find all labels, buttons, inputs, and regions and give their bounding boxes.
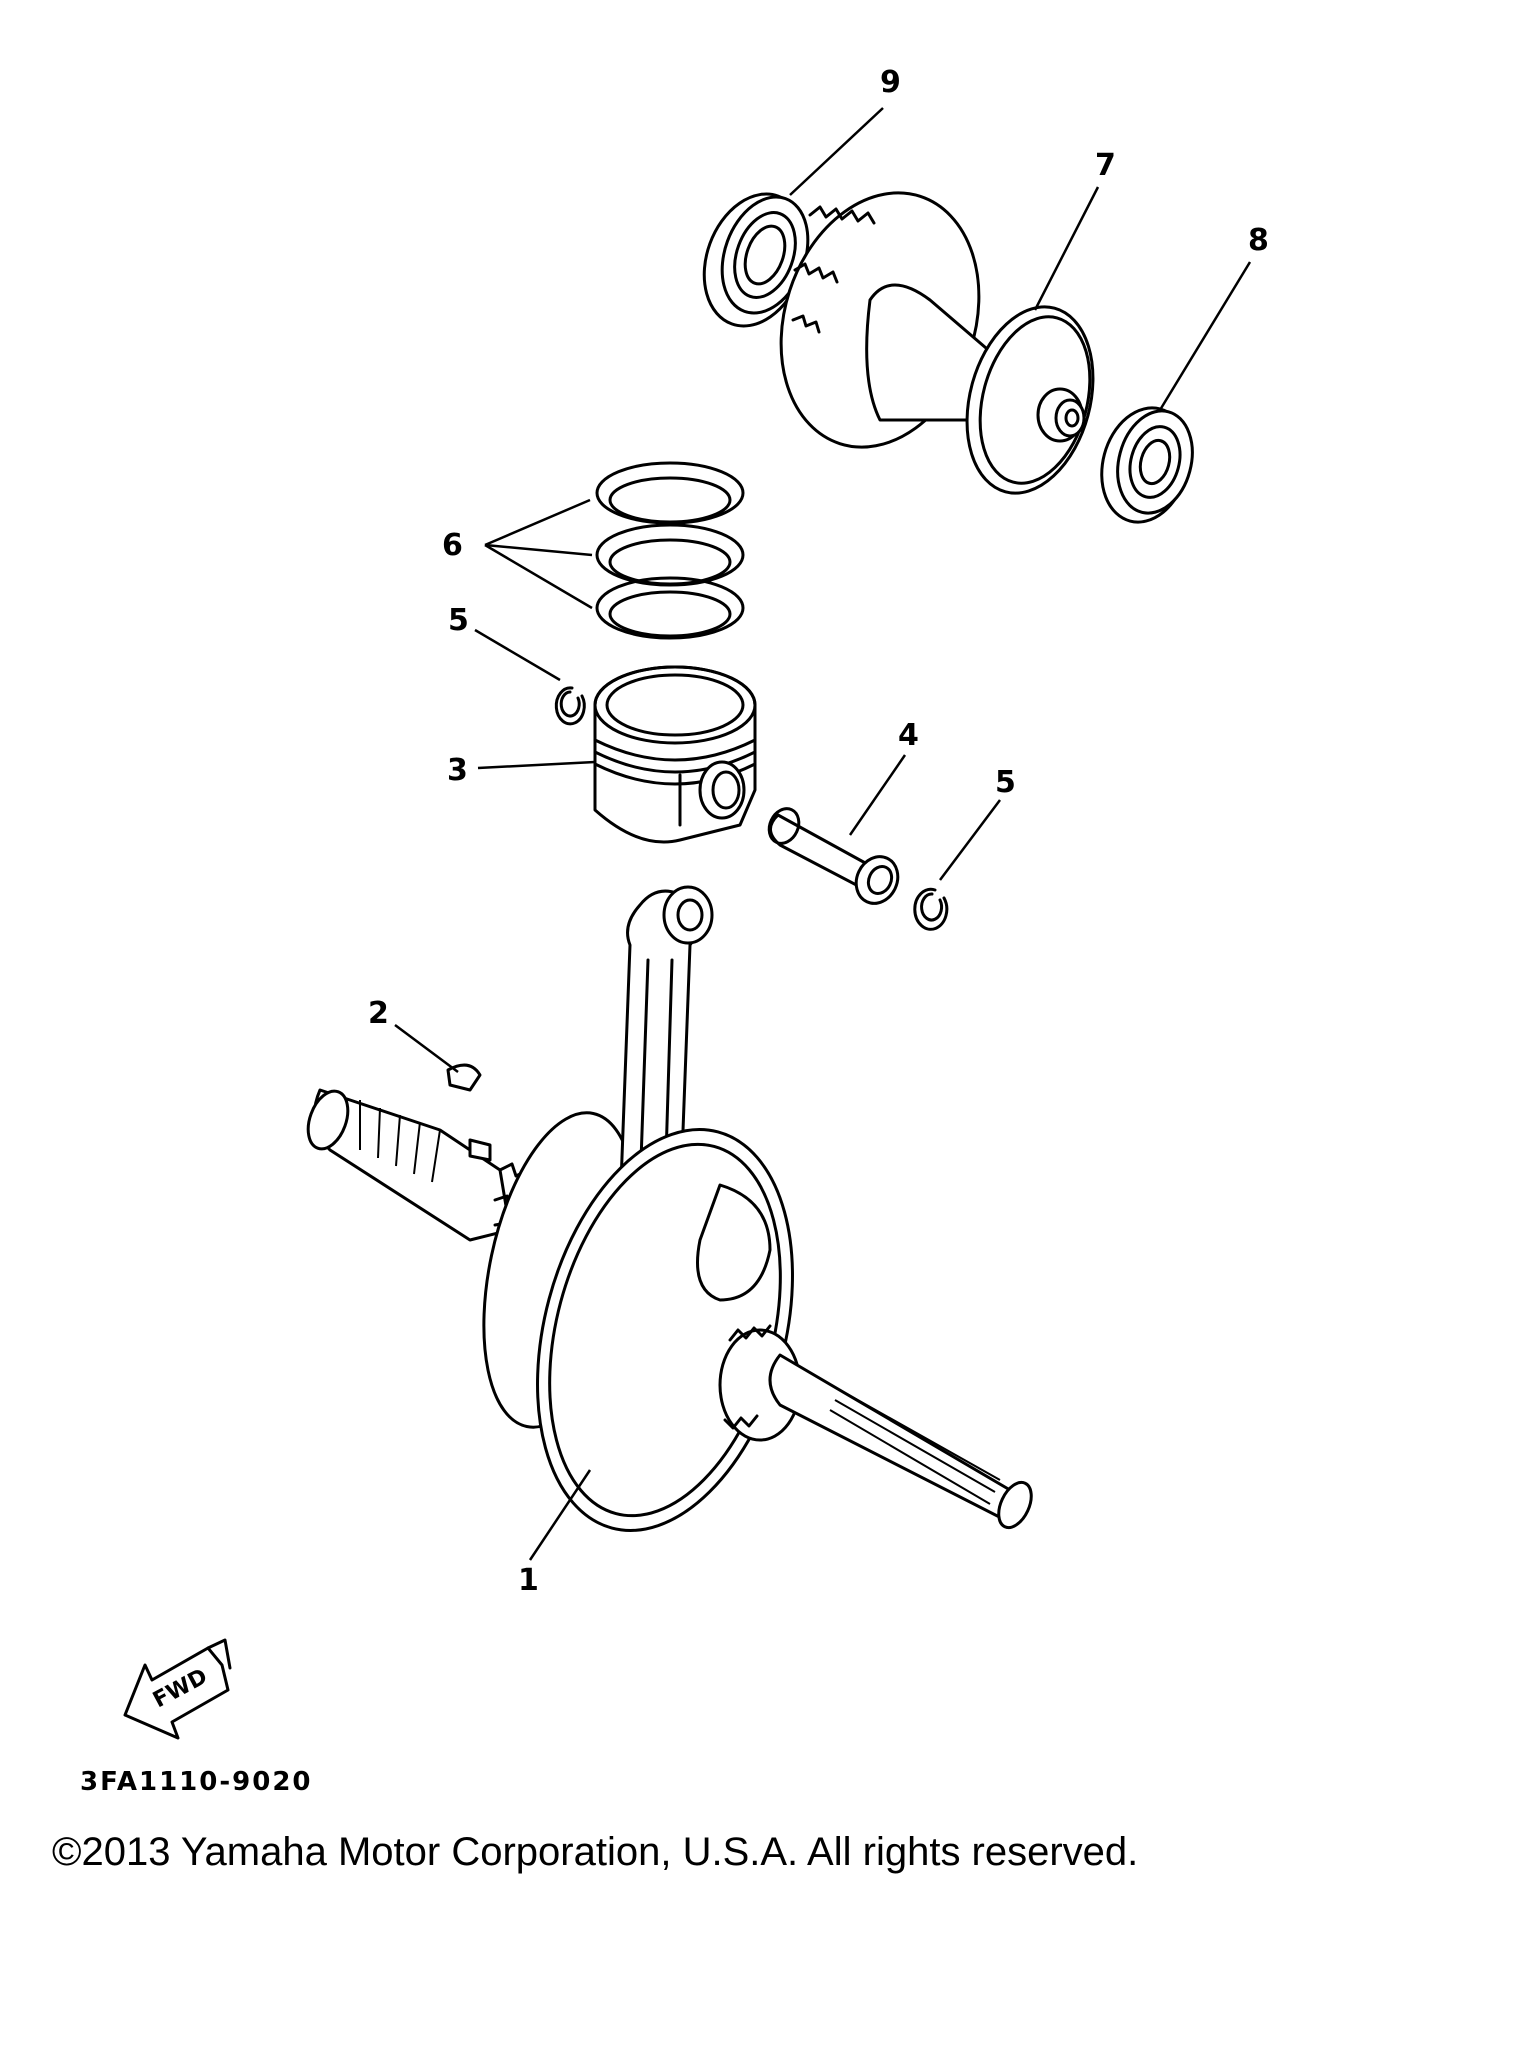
part-5a-circlip xyxy=(554,686,586,726)
callout-2: 2 xyxy=(368,996,389,1031)
callout-9: 9 xyxy=(880,65,901,100)
part-6-piston-rings xyxy=(595,461,745,640)
part-1-crankshaft xyxy=(306,885,1033,1532)
part-4-piston-pin xyxy=(767,807,900,905)
part-5b-circlip xyxy=(913,887,949,931)
callout-6: 6 xyxy=(442,528,463,563)
callout-7: 7 xyxy=(1095,148,1116,183)
callout-8: 8 xyxy=(1248,223,1269,258)
callout-4: 4 xyxy=(898,718,919,753)
leader-lines xyxy=(394,107,1252,1561)
callout-3: 3 xyxy=(447,753,468,788)
callout-5a: 5 xyxy=(448,603,469,638)
callout-labels: 9 7 8 6 5 3 4 5 2 1 xyxy=(368,65,1269,1598)
part-3-piston xyxy=(593,665,757,844)
copyright-notice: ©2013 Yamaha Motor Corporation, U.S.A. A… xyxy=(52,1830,1139,1874)
part-7-balancer-gear xyxy=(779,191,1095,495)
callout-5b: 5 xyxy=(995,765,1016,800)
forward-direction-arrow: FWD xyxy=(123,1638,232,1740)
diagram-code: 3FA1110-9020 xyxy=(80,1767,313,1797)
part-8-bearing xyxy=(1100,406,1194,524)
callout-1: 1 xyxy=(518,1563,539,1598)
